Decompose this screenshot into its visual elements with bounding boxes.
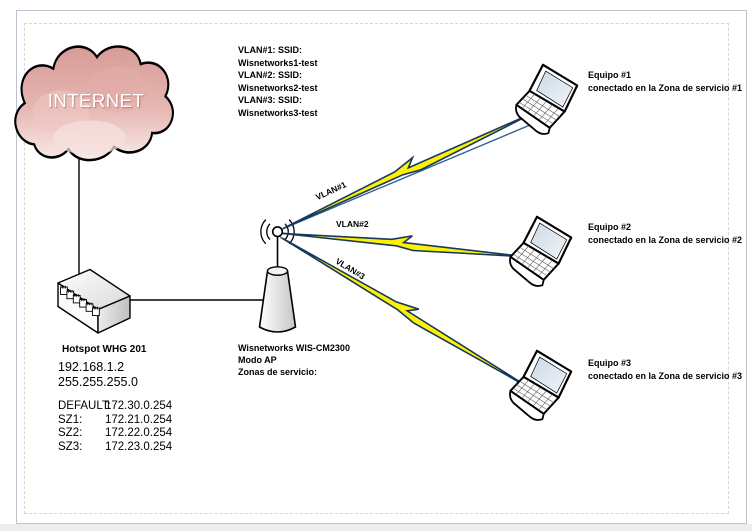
laptop-3-icon[interactable] [508,349,573,422]
vlan2-link-label: VLAN#2 [336,219,369,229]
radio-line-1[interactable] [279,119,543,231]
bolt-vlan3-icon[interactable] [281,229,534,391]
client-3-label: Equipo #3 conectado en la Zona de servic… [588,357,742,382]
ssid-line: VLAN#1: SSID: [238,45,303,55]
zone-gateway: 172.22.0.254 [105,427,173,439]
ap-zones-label: Zonas de servicio: [238,367,318,377]
zone-gateway: 172.23.0.254 [105,440,173,453]
ap-mode: Modo AP [238,355,277,365]
ssid-line: Wisnetworks1-test [238,57,318,68]
canvas-bottom-strip [0,524,752,531]
hotspot-netmask-value: 255.255.255.0 [58,375,138,389]
zone-row: SZ1: 172.21.0.254 [58,414,172,428]
zone-row: SZ2: 172.22.0.254 [58,427,172,441]
ssid-line: Wisnetworks3-test [238,107,318,118]
zone-row: DEFAULT:172.30.0.254 [58,400,172,414]
zone-row: SZ3: 172.23.0.254 [58,441,172,455]
ssid-line: VLAN#2: SSID: [238,70,303,80]
wireless-bolts [279,103,538,391]
zone-label: DEFAULT: [58,400,111,412]
print-margin-guide [24,23,729,514]
zone-label: SZ2: [58,427,83,439]
zone-gateway: 172.21.0.254 [105,413,173,426]
access-point-label: Wisnetworks WIS-CM2300 Modo AP Zonas de … [238,342,350,378]
ssid-line: VLAN#3: SSID: [238,95,303,105]
zone-label: SZ3: [58,440,83,453]
hotspot-addressing: 192.168.1.2 255.255.255.0 [58,360,138,390]
ssid-info-block: VLAN#1: SSID: Wisnetworks1-test VLAN#2: … [238,44,317,119]
client-2-label: Equipo #2 conectado en la Zona de servic… [588,221,742,246]
client-description: conectado en la Zona de servicio #2 [588,234,743,245]
client-name: Equipo #2 [588,222,632,232]
laptop-2-icon[interactable] [508,215,573,288]
client-name: Equipo #3 [588,358,632,368]
client-description: conectado en la Zona de servicio #3 [588,370,743,381]
client-name: Equipo #1 [588,70,632,80]
radio-waves-icon [260,219,295,245]
zone-label: SZ1: [58,413,83,426]
ssid-line: Wisnetworks2-test [238,82,318,93]
hotspot-ip-value: 192.168.1.2 [58,360,125,374]
laptop-1-icon[interactable] [514,63,579,136]
access-point-icon[interactable] [258,219,297,333]
client-1-label: Equipo #1 conectado en la Zona de servic… [588,69,742,94]
bolt-vlan2-icon[interactable] [282,223,526,262]
hotspot-device-icon[interactable] [57,268,131,334]
ap-model: Wisnetworks WIS-CM2300 [238,343,350,353]
internet-cloud-shape[interactable] [14,45,174,162]
bolt-vlan1-icon[interactable] [279,103,538,232]
hotspot-name-label: Hotspot WHG 201 [62,344,147,355]
client-description: conectado en la Zona de servicio #1 [588,82,743,93]
zone-gateway: 172.30.0.254 [105,400,173,412]
zone-gateway-table: DEFAULT:172.30.0.254 SZ1: 172.21.0.254 SZ… [58,400,172,454]
antenna-icon [271,226,284,238]
internet-label: INTERNET [47,90,145,111]
